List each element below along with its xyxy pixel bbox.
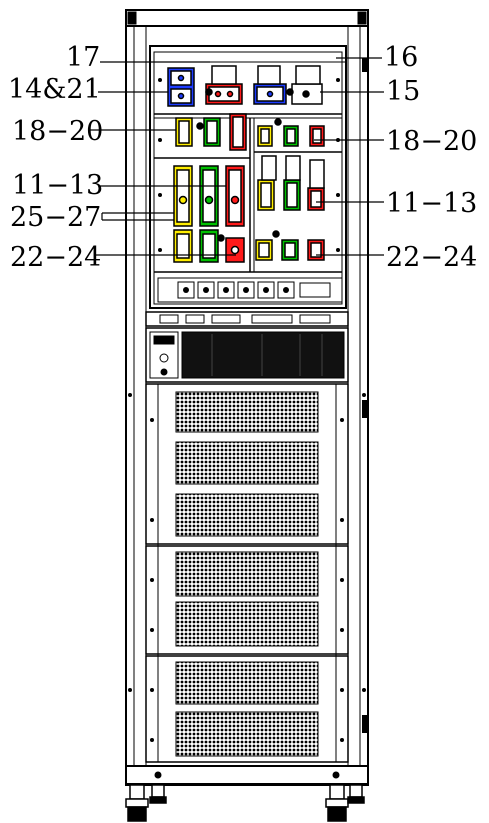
callout-17: 17 [66,42,100,73]
vent-3 [175,493,319,537]
callout-18-20-right: 18−20 [386,126,477,157]
callout-14-21: 14&21 [8,74,101,105]
control-panel [145,311,349,383]
vent-4 [175,551,319,597]
callout-25-27: 25−27 [10,202,101,233]
callout-16: 16 [384,42,418,73]
vent-1 [175,391,319,433]
vent-5 [175,601,319,647]
vent-7 [175,711,319,757]
top-terminal-blocks [167,65,323,107]
left-terminal-group [173,113,247,263]
right-terminal-group [255,118,325,261]
vent-2 [175,441,319,485]
casters [125,784,365,822]
display-screen [181,331,345,379]
callout-11-13-left: 11−13 [12,170,103,201]
callout-11-13-right: 11−13 [386,188,477,219]
callout-18-20-left: 18−20 [12,116,103,147]
callout-22-24-right: 22−24 [386,242,477,273]
vent-6 [175,661,319,705]
callout-22-24-left: 22−24 [10,242,101,273]
callout-15: 15 [386,76,420,107]
cabinet-frame [125,9,369,786]
leader-lines [90,57,384,256]
callout-labels: 17 14&21 18−20 11−13 25−27 22−24 16 15 1… [8,42,477,273]
power-module-bays [145,383,349,763]
